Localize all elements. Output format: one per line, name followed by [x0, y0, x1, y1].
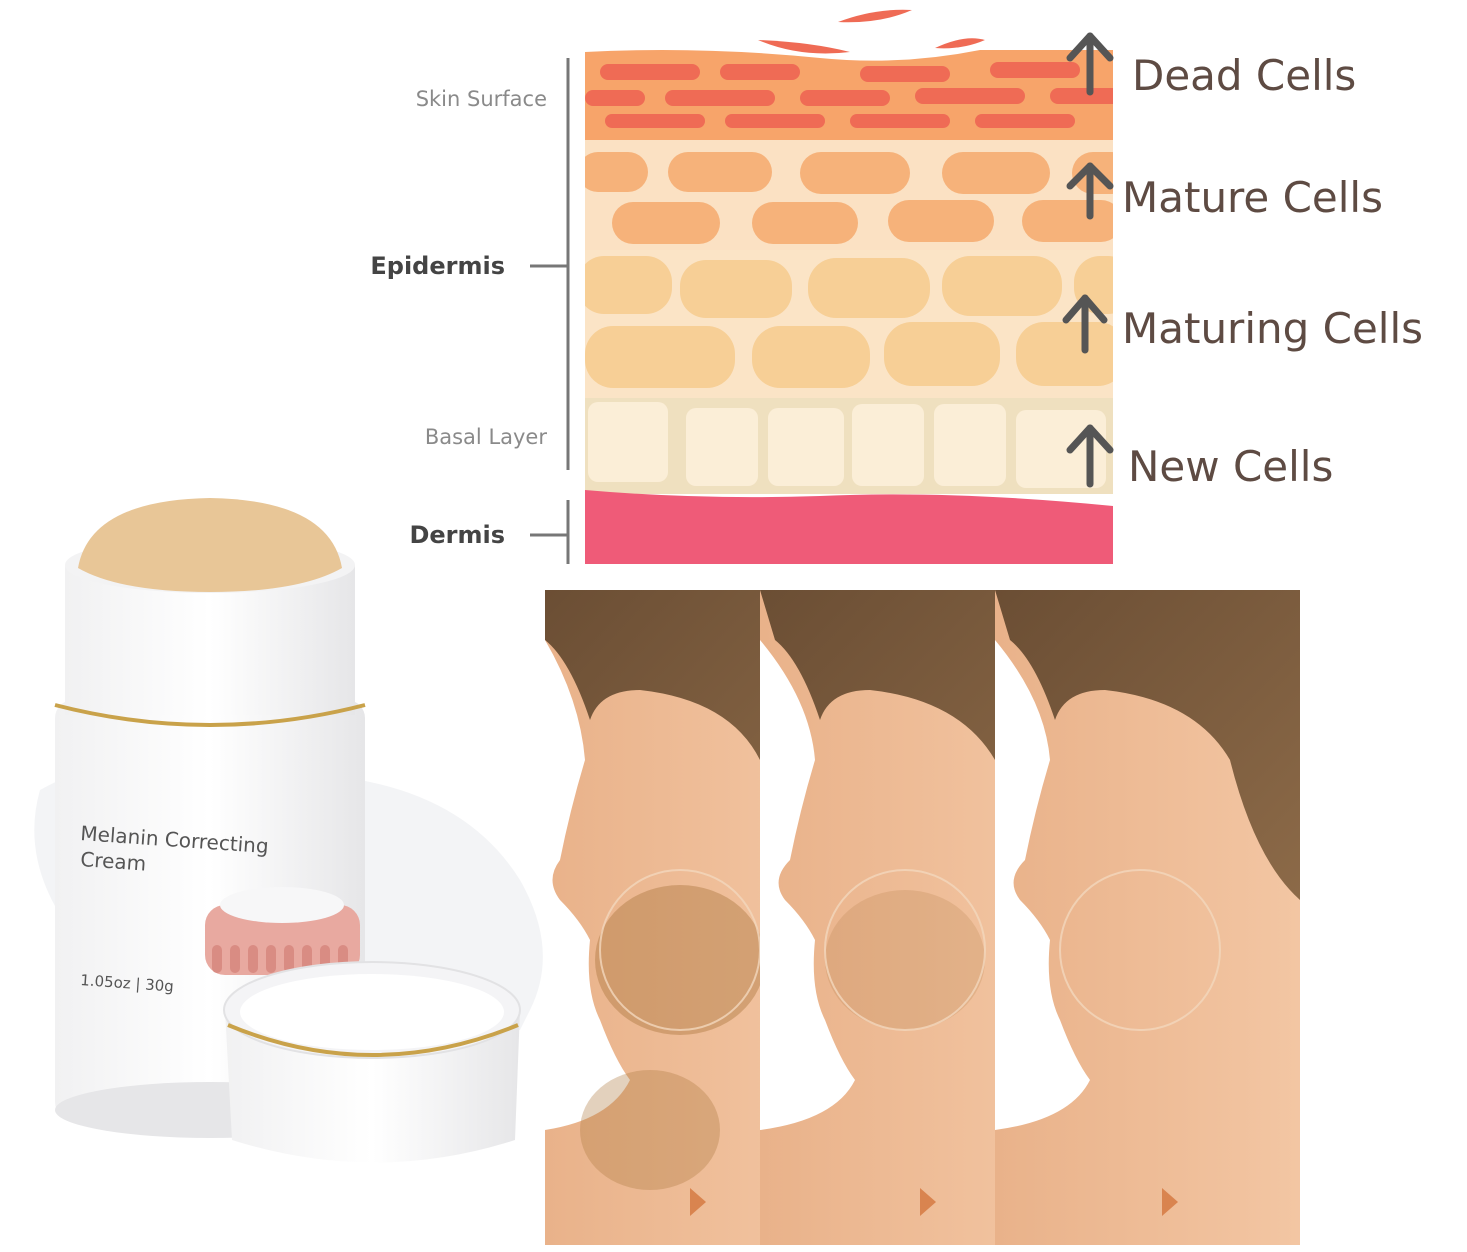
product-name-line2: Cream: [80, 847, 147, 876]
dead-cells: [585, 62, 1113, 128]
cream-dome: [78, 498, 342, 592]
dead-cell-flake: [838, 9, 912, 23]
maturing-cells-label: Maturing Cells: [1122, 304, 1423, 353]
skin-cross-section: [585, 9, 1113, 564]
product-stick: Melanin Correcting Cream 1.05oz | 30g: [34, 498, 543, 1163]
chevron-right-icon: [1162, 1188, 1178, 1216]
dead-cell-flake: [758, 40, 850, 54]
epidermis-label: Epidermis: [370, 252, 505, 280]
new-cells: [588, 402, 1106, 488]
dermis-layer: [585, 490, 1113, 564]
face-panel-after: [995, 590, 1300, 1245]
mature-cells-label: Mature Cells: [1122, 173, 1383, 222]
gold-band: [54, 703, 366, 727]
arrow-up-icon: [1066, 424, 1114, 488]
silicone-brush: [205, 887, 360, 975]
chevron-right-icon: [920, 1188, 936, 1216]
arrow-up-icon: [1062, 294, 1108, 354]
growth-arrows: [1062, 32, 1114, 488]
arrow-up-icon: [1066, 32, 1114, 96]
layer-brackets: [530, 58, 570, 564]
skin-surface-label: Skin Surface: [416, 87, 547, 111]
new-cells-label: New Cells: [1128, 442, 1333, 491]
arrow-up-icon: [1066, 162, 1114, 220]
dermis-label: Dermis: [409, 521, 505, 549]
maturing-cells: [585, 256, 1113, 388]
chevron-right-icon: [690, 1188, 706, 1216]
open-cap: [223, 961, 521, 1163]
basal-layer-label: Basal Layer: [425, 425, 548, 449]
before-after-faces: [545, 590, 1300, 1245]
dead-cell-flake: [935, 38, 985, 49]
dead-cells-label: Dead Cells: [1132, 51, 1356, 100]
